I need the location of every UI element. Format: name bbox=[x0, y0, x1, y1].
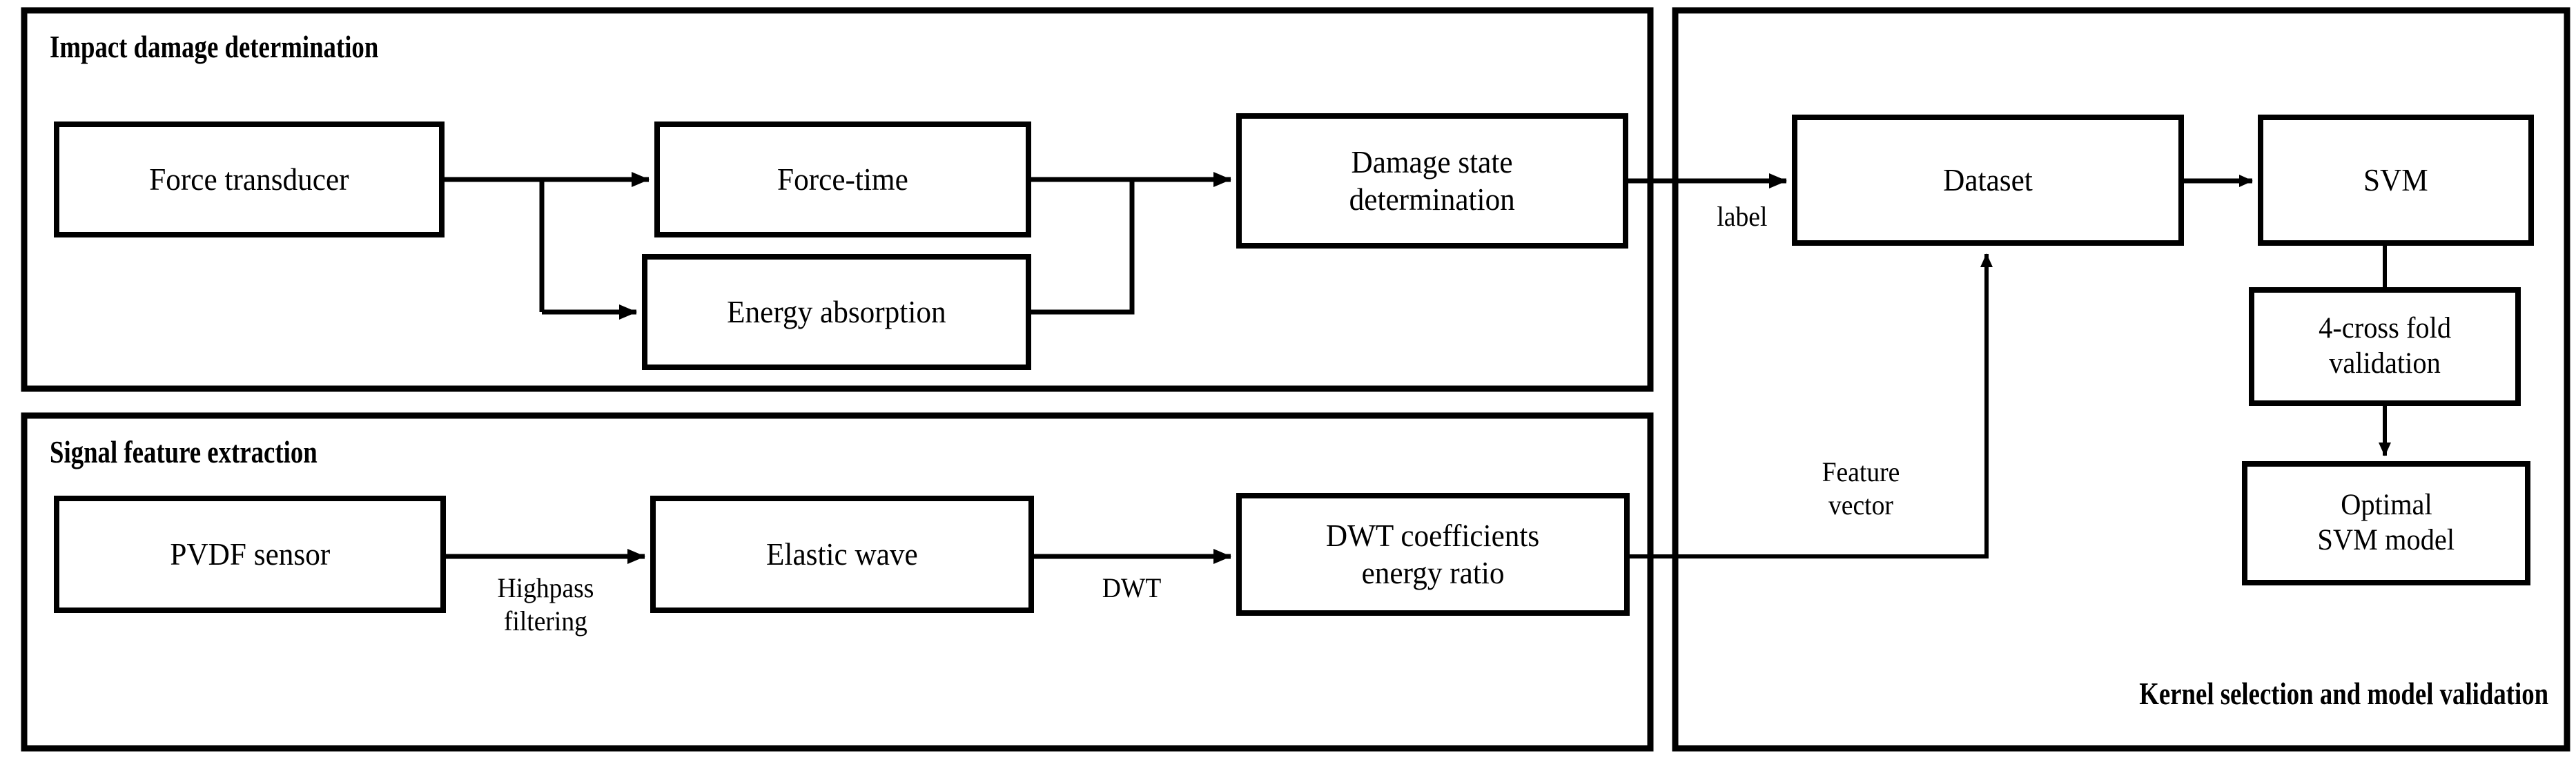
node-box-damage-state-determination[interactable] bbox=[1236, 113, 1628, 249]
node-box-svm[interactable] bbox=[2258, 115, 2534, 246]
edge-energy-absorption-to-merge bbox=[1028, 179, 1135, 315]
node-box-pvdf-sensor[interactable] bbox=[54, 496, 446, 613]
node-box-energy-absorption[interactable] bbox=[642, 254, 1031, 370]
panel-impact-damage-determination bbox=[21, 7, 1654, 392]
node-box-elastic-wave[interactable] bbox=[650, 496, 1034, 613]
panel-signal-feature-extraction bbox=[21, 412, 1654, 752]
node-box-force-time[interactable] bbox=[654, 122, 1031, 237]
node-box-optimal-svm-model[interactable] bbox=[2242, 461, 2530, 585]
node-box-dataset[interactable] bbox=[1792, 115, 2184, 246]
panel-title-kernel-selection-and-model-validation: Kernel selection and model validation bbox=[2139, 676, 2548, 711]
node-box-dwt-coefficients-energy-ratio[interactable] bbox=[1236, 493, 1630, 616]
node-box-force-transducer[interactable] bbox=[54, 122, 445, 237]
panel-title-signal-feature-extraction: Signal feature extraction bbox=[50, 434, 318, 469]
panel-kernel-selection-and-model-validation bbox=[1672, 7, 2570, 752]
node-box-cross-fold-validation[interactable] bbox=[2249, 287, 2521, 406]
edge-dwt-to-dataset bbox=[1627, 253, 1993, 558]
panel-title-impact-damage-determination: Impact damage determination bbox=[50, 29, 379, 64]
